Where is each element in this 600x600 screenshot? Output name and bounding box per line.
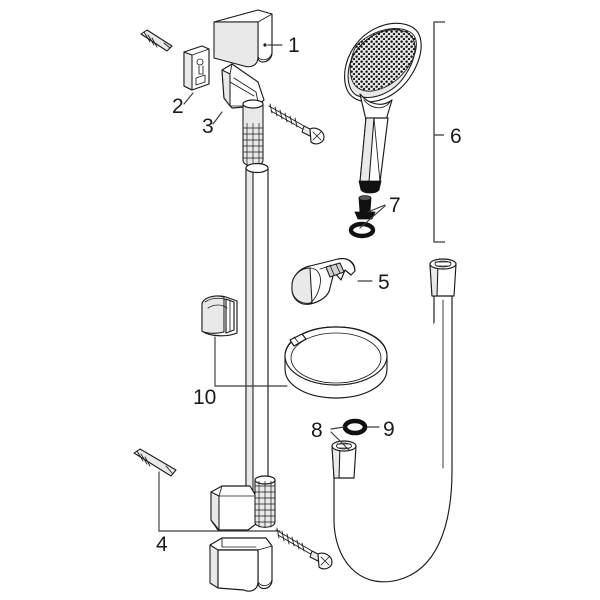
part-wall-plug-dowel-upper xyxy=(140,29,173,52)
part-slide-bar-ring xyxy=(284,326,388,399)
part-upper-wall-bracket xyxy=(221,63,265,167)
callout-label-1: 1 xyxy=(288,34,300,57)
part-hand-shower-holder xyxy=(291,257,356,305)
callout-labels: 1 2 3 4 5 6 7 8 9 10 xyxy=(156,34,462,556)
callout-label-5: 5 xyxy=(378,271,390,294)
leader-3 xyxy=(212,111,223,125)
callout-label-3: 3 xyxy=(202,115,214,138)
part-lower-wall-bracket xyxy=(210,475,276,531)
leader-7b xyxy=(359,205,386,229)
callout-label-6: 6 xyxy=(450,125,462,148)
callout-label-8: 8 xyxy=(311,419,323,442)
part-slide-bar-clip xyxy=(201,295,238,337)
leader-8b xyxy=(330,431,350,451)
part-hose-seal-washer xyxy=(342,418,368,436)
part-filter-insert xyxy=(354,195,376,220)
callout-label-9: 9 xyxy=(383,418,395,441)
part-hand-shower xyxy=(344,22,422,194)
part-wall-mount-plate xyxy=(183,45,210,91)
leader-4 xyxy=(158,471,281,532)
part-cover-cap xyxy=(213,9,273,68)
leader-7 xyxy=(367,204,386,213)
part-wall-plug-dowel-lower xyxy=(133,448,177,477)
part-slide-bar-rod xyxy=(245,162,269,493)
part-lower-cover-cap xyxy=(209,537,273,592)
bracket-6 xyxy=(433,21,445,243)
part-shower-hose xyxy=(331,258,457,583)
callout-label-2: 2 xyxy=(172,95,184,118)
part-screw-lower xyxy=(275,527,333,570)
leader-2 xyxy=(183,92,194,105)
leader-10 xyxy=(214,336,288,387)
callout-leaders xyxy=(158,21,445,532)
leader-8 xyxy=(330,426,345,430)
callout-label-4: 4 xyxy=(156,533,168,556)
callout-label-10: 10 xyxy=(193,386,216,409)
callout-label-7: 7 xyxy=(389,194,401,217)
part-filter-seal-oring xyxy=(348,221,376,239)
part-screw-upper xyxy=(268,103,325,145)
